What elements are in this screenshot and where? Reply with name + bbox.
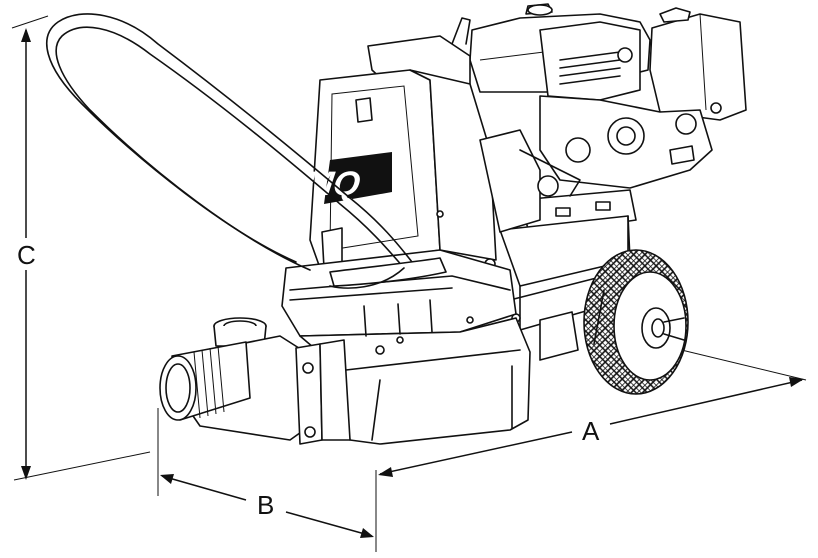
thread-lines xyxy=(193,345,225,419)
pump-housing: MQ xyxy=(302,35,581,270)
dimension-b: B xyxy=(157,408,377,552)
engine xyxy=(451,3,747,237)
dimension-c: C xyxy=(11,15,151,481)
dimension-label-b: B xyxy=(257,490,274,520)
dimension-label-c: C xyxy=(17,240,36,270)
engine-vent-slots xyxy=(559,51,621,85)
suction-port xyxy=(159,317,351,445)
dimension-a: A xyxy=(378,339,807,477)
handle-bar xyxy=(45,13,447,289)
dimension-label-a: A xyxy=(582,416,600,446)
wheel xyxy=(583,249,689,395)
